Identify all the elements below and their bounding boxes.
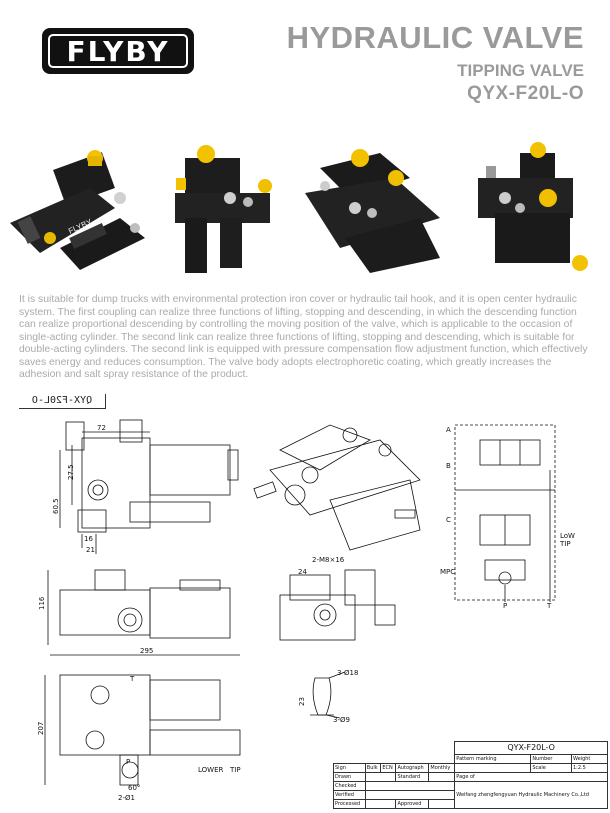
model-number: QYX-F20L-O — [467, 83, 584, 104]
title-block-pattern: Pattern marking — [454, 753, 532, 764]
title-block-weight: Weight — [570, 753, 609, 764]
title-block-standard: Standard — [395, 771, 430, 782]
port-a: A — [446, 426, 451, 434]
dim-60deg: 60° — [128, 784, 140, 792]
dim-16: 16 — [84, 535, 93, 543]
isometric-view — [253, 424, 421, 551]
page-subtitle: TIPPING VALVE — [457, 61, 584, 80]
title-block-col-monthly: Monthly — [428, 762, 456, 773]
title-block-drawing-no: QYX-F20L-O — [454, 741, 608, 755]
title-block-page-of: Page of — [454, 771, 608, 782]
page-title: HYDRAULIC VALVE — [286, 20, 584, 55]
label-lower: LOWER — [198, 766, 224, 774]
drawing-mirror-label: QYX-F20L-O — [19, 394, 106, 409]
port-b: B — [446, 462, 451, 470]
port-t-top: T — [129, 675, 135, 683]
dim-2-m8: 2-M8×16 — [312, 556, 345, 564]
product-photo-3 — [305, 149, 440, 273]
product-photos: FLYBY — [10, 142, 588, 273]
title-block-row-checked: Checked — [333, 780, 366, 791]
title-block-approved: Approved — [395, 798, 430, 810]
product-description: It is suitable for dump trucks with envi… — [19, 294, 588, 380]
logo-text: FLYBY — [66, 34, 170, 68]
handle-detail — [310, 671, 346, 719]
title-block-col-bulk: Bulk — [364, 762, 382, 773]
label-tip: TIP — [229, 766, 241, 774]
dim-116: 116 — [38, 596, 46, 610]
title-block-number: Number — [530, 753, 572, 764]
title-block-row-drawn: Drawn — [333, 771, 366, 782]
top-view — [44, 674, 241, 786]
label-low: LoW — [560, 532, 575, 540]
title-block-scale-value: 1:2.5 — [570, 762, 609, 773]
product-photo-1: FLYBY — [10, 150, 145, 270]
dim-3-phi-18: 3-Ø18 — [337, 669, 358, 677]
title-block-row-verified: Verified — [333, 789, 366, 800]
dim-3-phi-9: 3-Ø9 — [333, 716, 350, 724]
product-photo-2 — [175, 145, 272, 273]
label-tip-schematic: TIP — [559, 540, 571, 548]
dim-24: 24 — [298, 568, 307, 576]
title-block-col-autograph: Autograph — [395, 762, 430, 773]
port-p-schematic: P — [503, 602, 507, 610]
title-block-scale: Scale — [530, 762, 572, 773]
dim-295: 295 — [140, 647, 153, 655]
dim-72: 72 — [97, 424, 106, 432]
title-block-row-sign: Sign — [333, 762, 366, 773]
front-view — [59, 419, 239, 554]
dim-2-phi-1: 2-Ø1 — [118, 794, 135, 802]
product-photo-4 — [478, 142, 588, 271]
dim-23: 23 — [298, 697, 306, 706]
title-block-col-ecn: ECN — [380, 762, 397, 773]
title-block-company: Weifang zhengfengyuan Hydraulic Machiner… — [454, 780, 608, 810]
dim-207: 207 — [37, 722, 45, 735]
title-block: QYX-F20L-O Pattern marking Number Weight… — [333, 741, 609, 810]
side-elevation — [47, 569, 240, 656]
dim-21: 21 — [86, 546, 95, 554]
end-view — [279, 569, 396, 641]
title-block-row-processed: Processed — [333, 798, 366, 810]
port-c: C — [446, 516, 451, 524]
port-mpc: MPC — [440, 568, 455, 576]
brand-logo: FLYBY — [42, 28, 194, 74]
technical-drawing: 72 27.5 60.5 16 21 A B C MPC P T LoW TIP — [37, 419, 575, 802]
dim-60-5: 60.5 — [52, 498, 60, 514]
hydraulic-schematic — [454, 424, 556, 602]
port-t-schematic: T — [546, 602, 552, 610]
port-p-top: P — [126, 758, 130, 766]
dim-27-5: 27.5 — [67, 464, 75, 480]
